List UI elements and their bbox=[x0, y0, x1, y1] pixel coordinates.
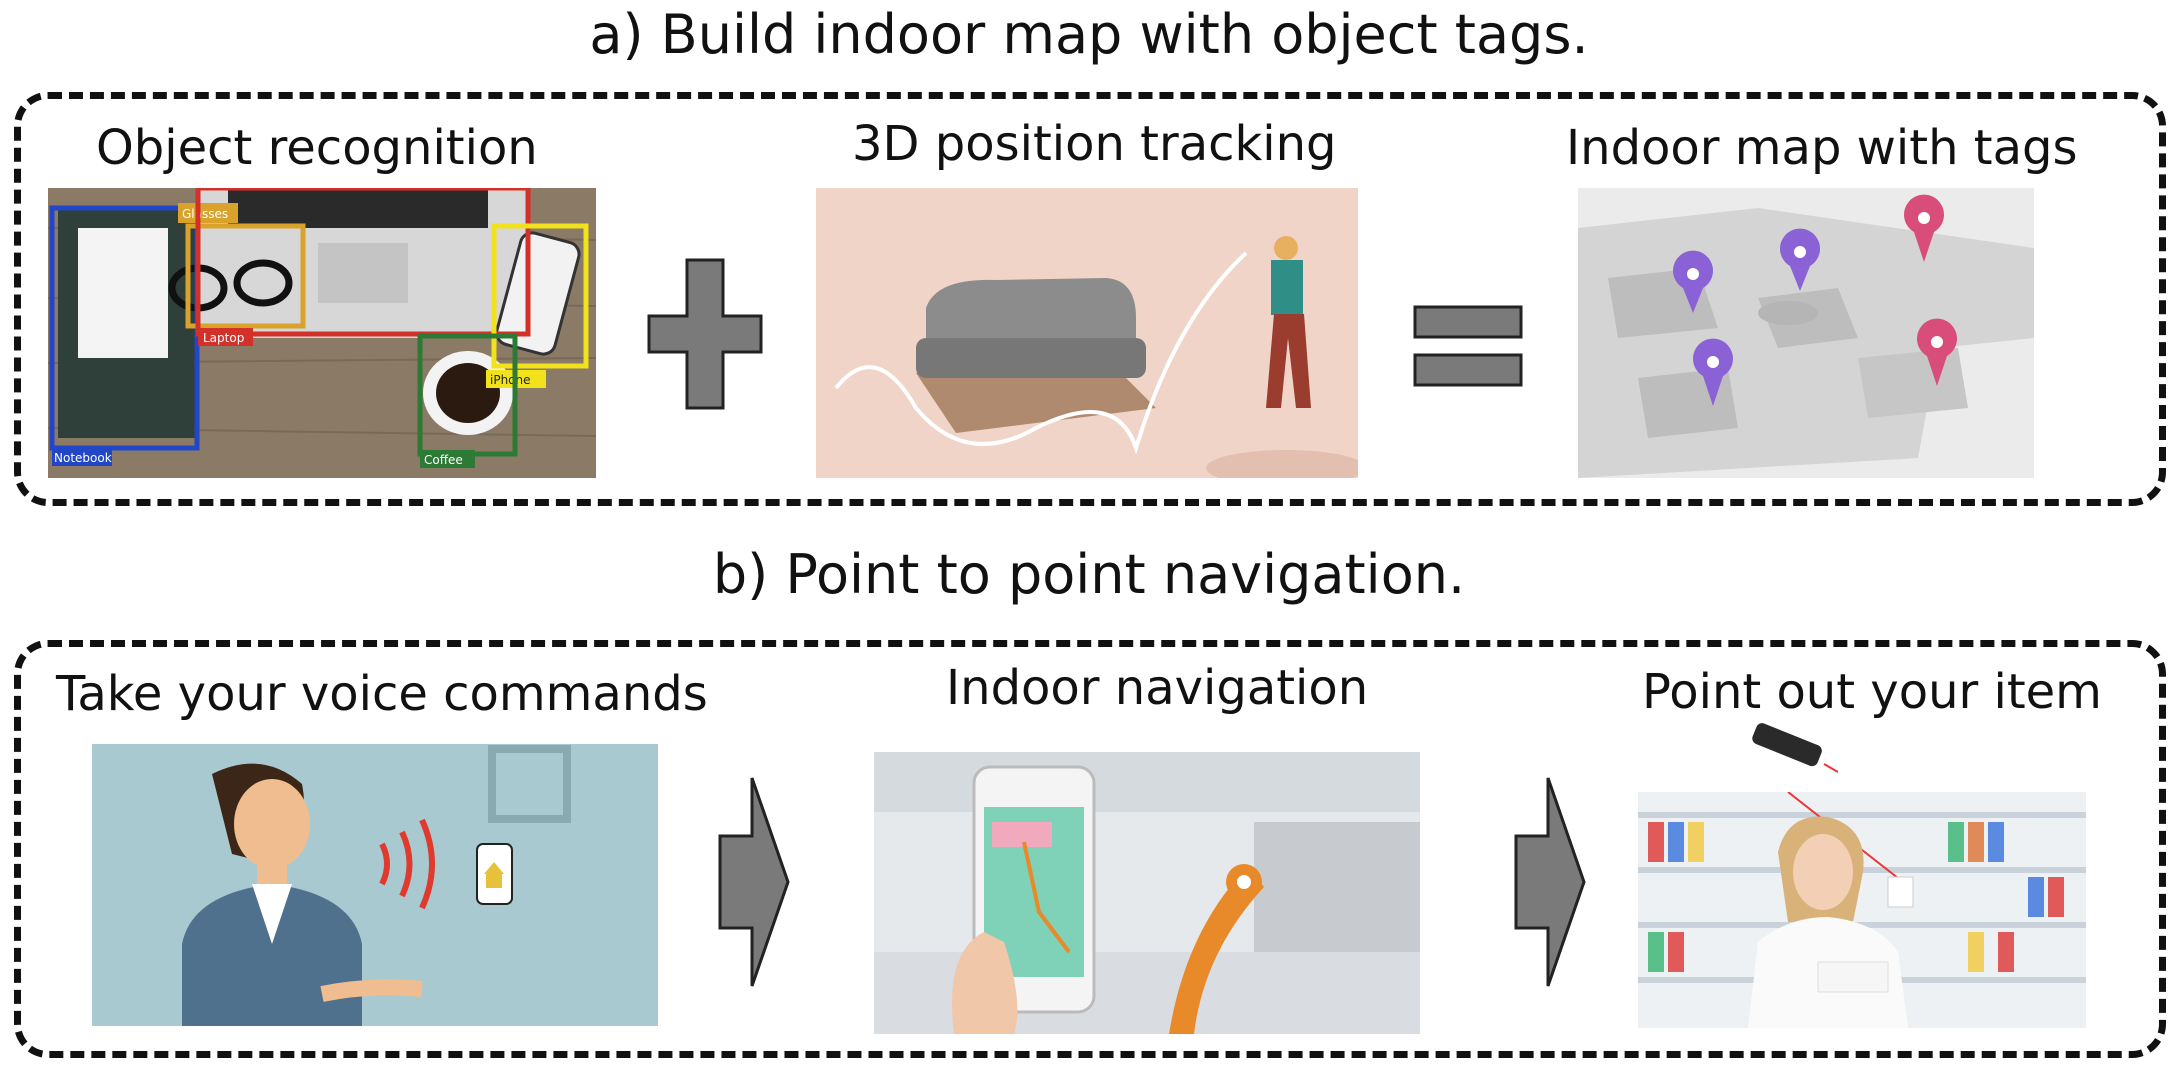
laptop-tag: Laptop bbox=[203, 331, 244, 345]
point-out-item-image bbox=[1638, 792, 2086, 1028]
notebook-tag: Notebook bbox=[54, 451, 112, 465]
iphone-tag: iPhone bbox=[490, 373, 531, 387]
flow-arrow-1 bbox=[718, 776, 790, 988]
position-tracking-label: 3D position tracking bbox=[852, 116, 1337, 172]
voice-commands-image bbox=[92, 744, 658, 1026]
point-out-item-label: Point out your item bbox=[1642, 664, 2102, 720]
equals-operator bbox=[1413, 305, 1523, 387]
section-b-title: b) Point to point navigation. bbox=[712, 543, 1466, 606]
section-a-title: a) Build indoor map with object tags. bbox=[589, 3, 1589, 66]
indoor-map-label: Indoor map with tags bbox=[1566, 120, 2078, 176]
flow-arrow-2 bbox=[1514, 776, 1586, 988]
plus-operator bbox=[647, 258, 763, 410]
position-tracking-image bbox=[816, 188, 1358, 478]
indoor-navigation-image bbox=[874, 752, 1420, 1034]
section-b-panel bbox=[14, 640, 2166, 1058]
coffee-tag: Coffee bbox=[424, 453, 463, 467]
object-recognition-image: Notebook Glasses Laptop iPhone Coffee bbox=[48, 188, 596, 478]
laser-pointer-icon bbox=[1748, 720, 1838, 780]
voice-commands-label: Take your voice commands bbox=[56, 666, 708, 722]
indoor-map-image bbox=[1578, 188, 2034, 478]
object-recognition-label: Object recognition bbox=[96, 120, 538, 176]
indoor-navigation-label: Indoor navigation bbox=[946, 660, 1369, 716]
section-a-panel bbox=[14, 92, 2166, 506]
glasses-tag: Glasses bbox=[182, 207, 228, 221]
